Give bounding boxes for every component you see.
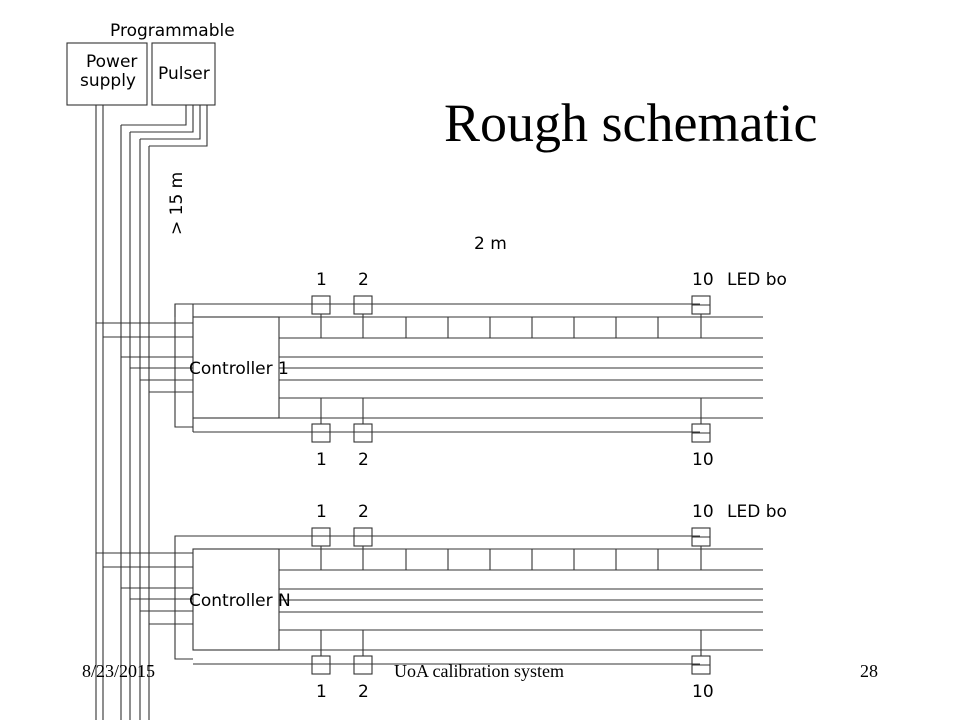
board-number-10-bottom-c1: 10 (692, 450, 714, 470)
footer-date: 8/23/2015 (82, 661, 156, 681)
board-number-2-top-c1: 2 (358, 270, 369, 290)
led-board-2-top-c1 (353, 295, 373, 315)
board-number-10-top-c1: 10 (692, 270, 714, 290)
power-supply-label-line2: supply (80, 71, 136, 91)
board-number-10-top-cn: 10 (692, 502, 714, 522)
led-board-label-c1: LED bo (727, 270, 787, 290)
board-number-10-bottom-cn: 10 (692, 682, 714, 702)
controller-1-label: Controller 1 (189, 359, 289, 379)
led-board-label-cn: LED bo (727, 502, 787, 522)
cable-length-label: > 15 m (167, 172, 187, 235)
board-number-1-bottom-cn: 1 (316, 682, 327, 702)
board-number-2-bottom-cn: 2 (358, 682, 369, 702)
led-board-2-bottom-c1 (353, 423, 373, 443)
led-board-1-bottom-cn (311, 655, 331, 675)
board-number-2-bottom-c1: 2 (358, 450, 369, 470)
crop-mask (788, 260, 960, 720)
page-number: 28 (860, 661, 878, 681)
spacing-label: 2 m (474, 234, 507, 254)
board-number-1-top-cn: 1 (316, 502, 327, 522)
led-board-1-top-cn (311, 527, 331, 547)
pulser-box (151, 42, 216, 106)
schematic-wiring (66, 42, 763, 720)
led-board-2-top-cn (353, 527, 373, 547)
board-number-1-bottom-c1: 1 (316, 450, 327, 470)
led-board-1-bottom-c1 (311, 423, 331, 443)
board-number-1-top-c1: 1 (316, 270, 327, 290)
power-supply-label-line1: Power (86, 52, 137, 72)
led-board-2-bottom-cn (353, 655, 373, 675)
pulser-label: Pulser (158, 64, 210, 84)
programmable-label: Programmable (110, 21, 235, 41)
led-board-1-top-c1 (311, 295, 331, 315)
controller-n-label: Controller N (189, 591, 291, 611)
board-number-2-top-cn: 2 (358, 502, 369, 522)
slide-title: Rough schematic (444, 93, 818, 153)
power-supply-box (66, 42, 148, 106)
footer-center-text: UoA calibration system (394, 661, 564, 681)
